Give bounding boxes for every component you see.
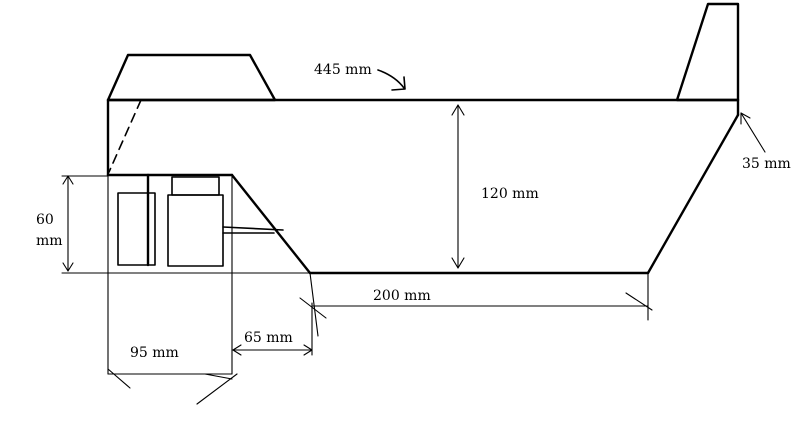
- label-120: 120 mm: [481, 186, 539, 202]
- dim-95-slash-right-2: [204, 373, 233, 380]
- dim-120-arrow-bottom: [451, 257, 465, 269]
- label-60-line2: mm: [36, 233, 63, 249]
- bow-slope: [230, 173, 312, 275]
- dim-445-arrow: [377, 69, 405, 89]
- motor-top: [171, 176, 220, 196]
- dim-445-arrow-head: [391, 76, 406, 91]
- dim-95-slash-left: [107, 368, 131, 389]
- dim-200-slash-right: [625, 292, 653, 311]
- dim-35-arrow: [740, 112, 766, 153]
- label-35: 35 mm: [742, 156, 791, 172]
- label-60-line1: 60: [36, 212, 54, 228]
- dim-60-arrow-bottom: [62, 262, 74, 272]
- label-65: 65 mm: [244, 330, 293, 346]
- label-200: 200 mm: [373, 288, 431, 304]
- bow-dashed-line: [108, 99, 142, 173]
- stern-slope: [646, 113, 740, 275]
- dim-200-slash-left: [299, 297, 327, 319]
- dim-200-ext-left: [309, 272, 319, 337]
- deck-block: [106, 53, 277, 102]
- dim-35-arrow-head: [740, 112, 751, 125]
- battery-box: [117, 192, 156, 266]
- tail-fin: [675, 2, 740, 102]
- label-445: 445 mm: [314, 62, 372, 78]
- dim-65-arrow-left: [232, 344, 242, 356]
- motor-body: [167, 194, 224, 267]
- label-95: 95 mm: [130, 345, 179, 361]
- shaft-upper: [222, 226, 284, 231]
- dim-120-arrow-top: [451, 104, 465, 116]
